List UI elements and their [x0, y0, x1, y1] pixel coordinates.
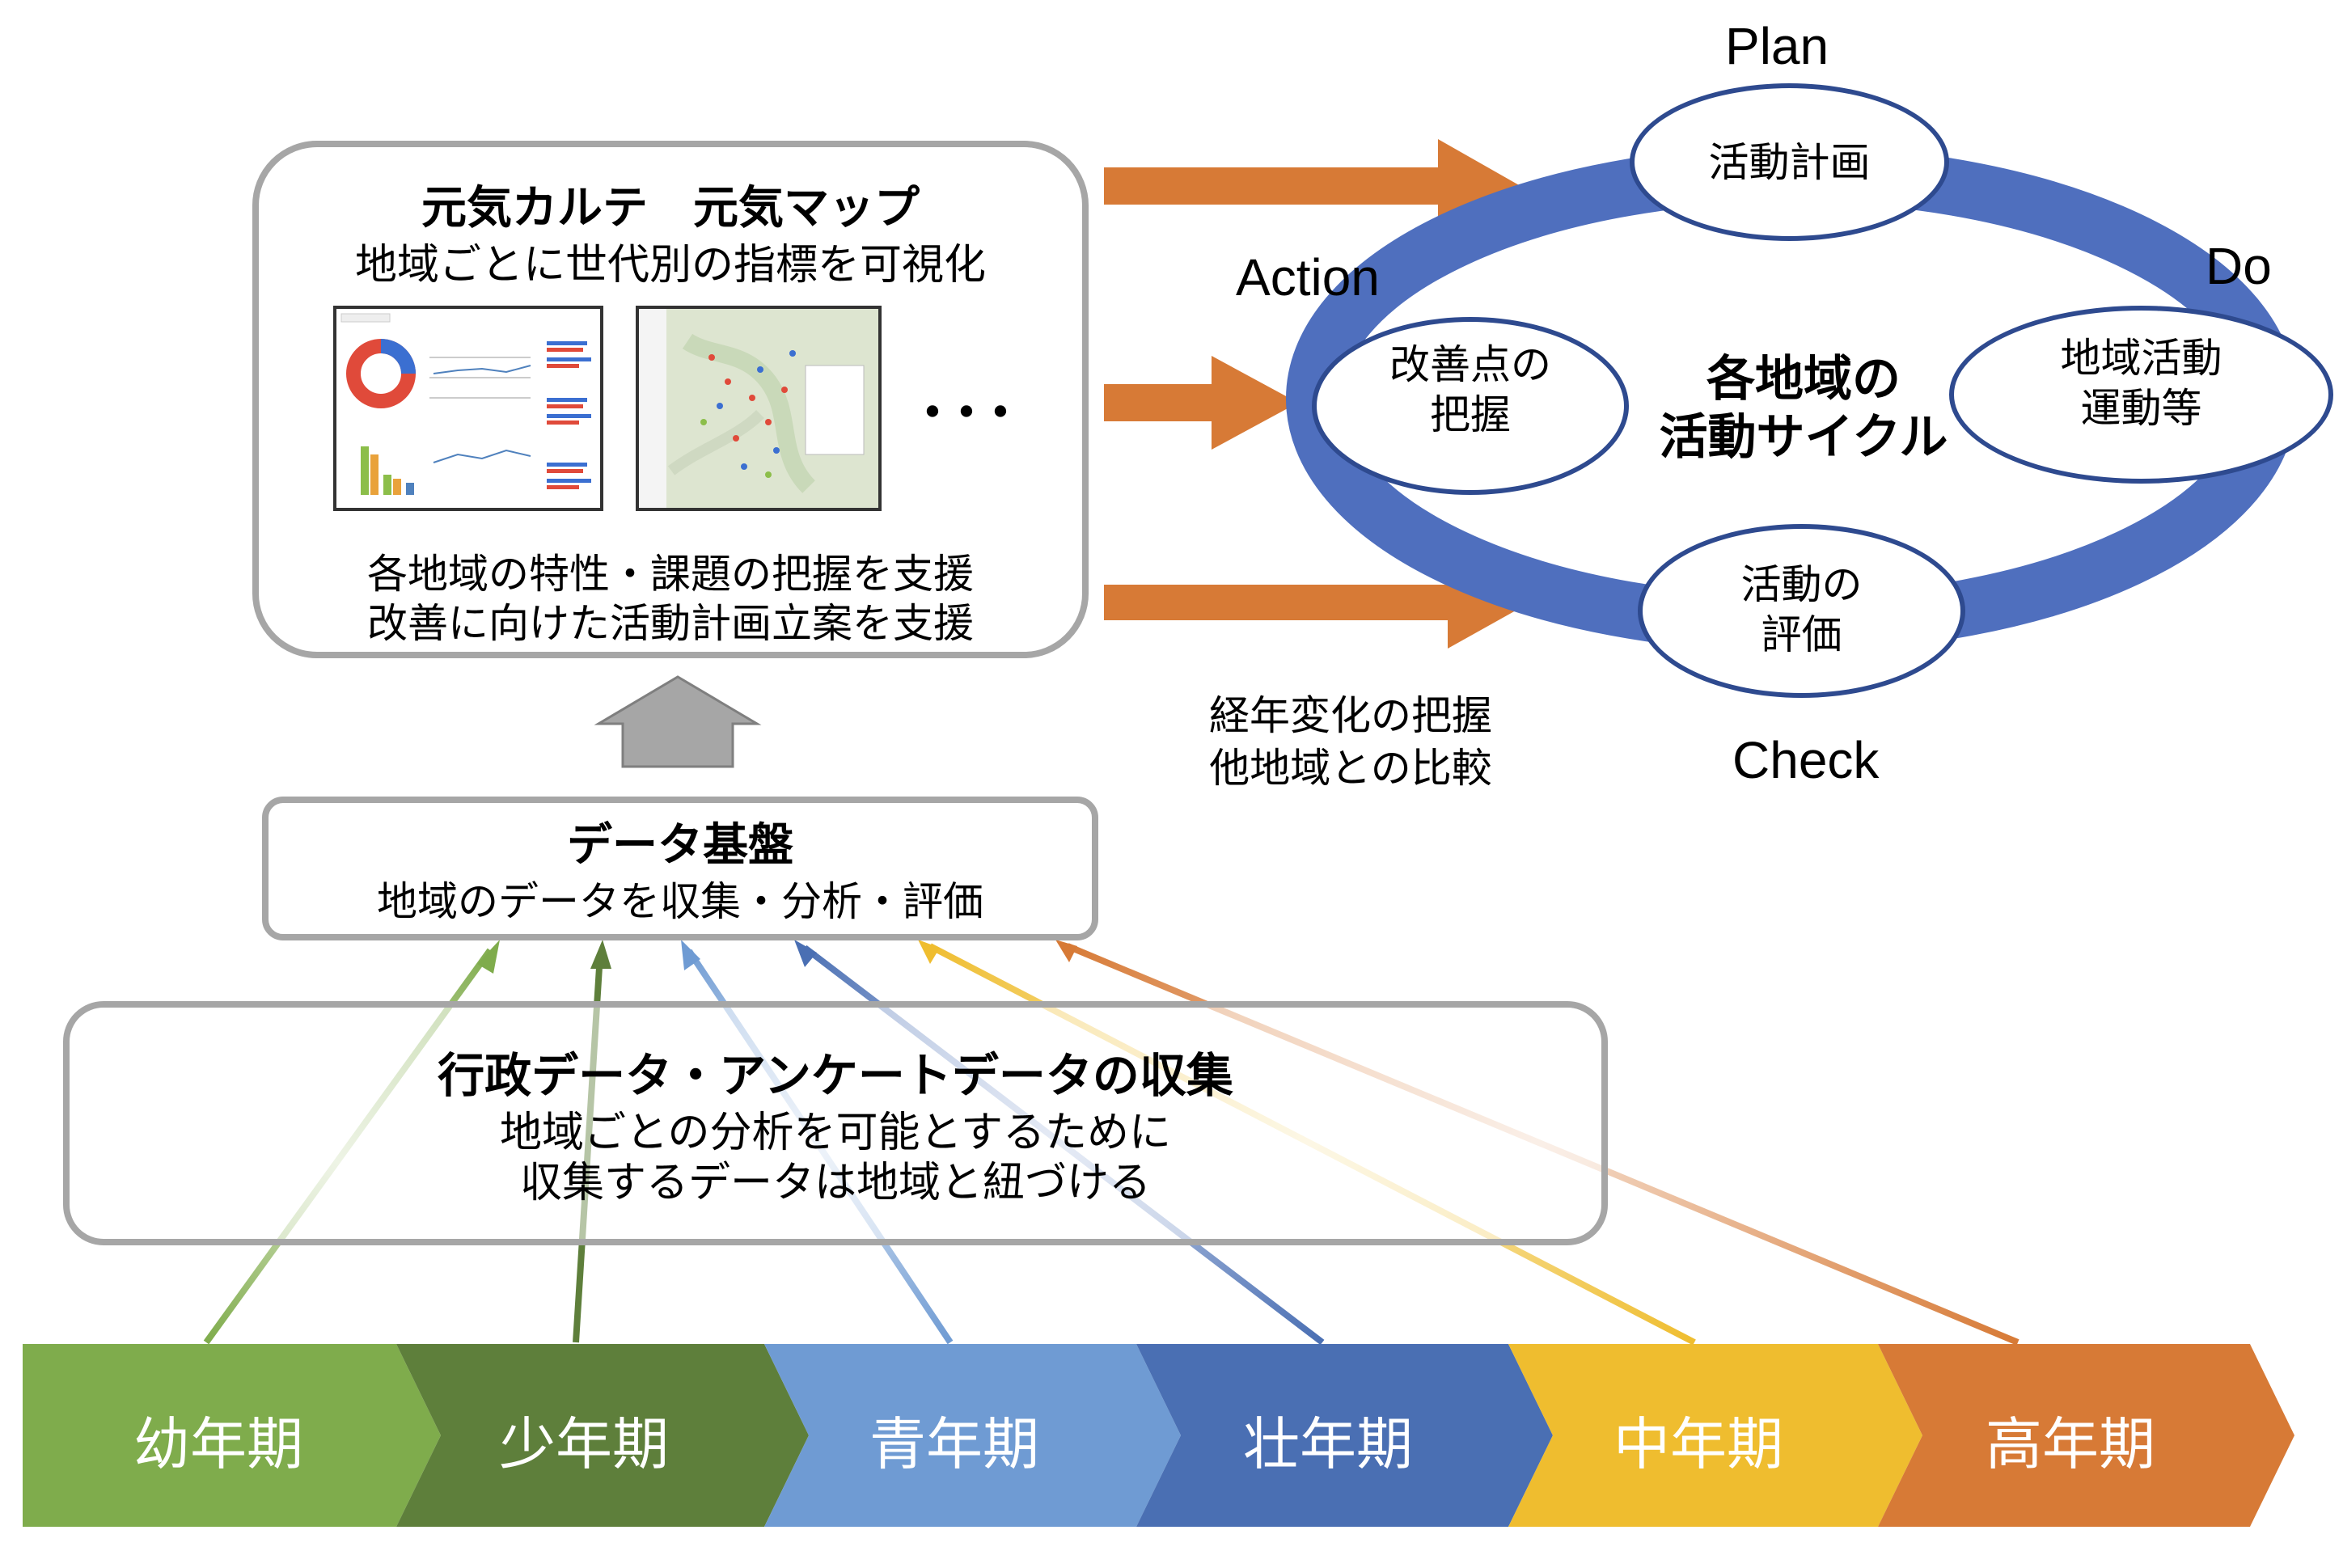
process-arrow-top [1104, 139, 1520, 233]
data-platform-title: データ基盤 [567, 819, 793, 872]
karte-subtitle: 地域ごとに世代別の指標を可視化 [354, 241, 986, 290]
node-action [1312, 317, 1629, 495]
stage-arrowhead-6 [1055, 940, 1077, 962]
ellipsis: ･･･ [918, 379, 1021, 447]
stage-chevron-5 [1508, 1344, 1922, 1527]
dashboard-thumbnail [333, 306, 603, 511]
node-check [1638, 524, 1965, 698]
stage-chevron-4 [1136, 1344, 1553, 1527]
up-arrow [594, 675, 762, 768]
support-line-2: 改善に向けた活動計画立案を支援 [367, 600, 974, 647]
process-arrow-bottom [1104, 556, 1530, 649]
action-label: Action [1236, 248, 1380, 306]
plan-label: Plan [1725, 17, 1829, 75]
collection-title: 行政データ・アンケートデータの収集 [438, 1048, 1233, 1103]
stage-label-3: 青年期 [869, 1411, 1039, 1477]
karte-title: 元気カルテ 元気マップ [421, 182, 920, 235]
stage-chevron-1 [23, 1344, 441, 1527]
node-do [1949, 306, 2333, 484]
node-plan-text: 活動計画 [1708, 139, 1871, 186]
trend-note-line-2: 他地域との比較 [1209, 745, 1492, 792]
stage-chevron-3 [764, 1344, 1181, 1527]
life-stage-band [23, 1344, 2294, 1527]
stage-arrowhead-3 [681, 940, 700, 970]
node-do-text-1: 地域活動 [2060, 335, 2222, 382]
node-check-text-2: 評価 [1761, 611, 1842, 658]
node-check-text-1: 活動の [1740, 561, 1863, 608]
process-arrow-middle [1104, 356, 1298, 450]
collection-line-2: 収集するデータは地域と紐づける [519, 1159, 1151, 1207]
stage-arrowhead-1 [477, 940, 500, 974]
stage-label-5: 中年期 [1613, 1411, 1783, 1477]
stage-arrowhead-5 [918, 940, 940, 964]
cycle-center-line-1: 各地域の [1706, 351, 1901, 408]
stage-chevron-6 [1878, 1344, 2294, 1527]
check-label: Check [1732, 731, 1880, 789]
cycle-center-line-2: 活動サイクル [1659, 409, 1948, 466]
stage-arrowhead-4 [794, 940, 817, 967]
stage-label-1: 幼年期 [133, 1411, 303, 1477]
stage-arrowhead-2 [590, 940, 611, 969]
node-action-text-1: 改善点の [1389, 341, 1551, 388]
collection-line-1: 地域ごとの分析を可能とするために [500, 1109, 1171, 1157]
node-plan [1630, 83, 1949, 241]
collection-box [63, 1001, 1608, 1245]
data-platform-subtitle: 地域のデータを収集・分析・評価 [377, 878, 983, 925]
node-do-text-2: 運動等 [2080, 385, 2202, 432]
map-thumbnail [636, 306, 882, 511]
trend-note-line-1: 経年変化の把握 [1209, 692, 1492, 739]
stage-chevron-2 [396, 1344, 809, 1527]
stage-label-6: 高年期 [1986, 1411, 2155, 1477]
node-action-text-2: 把握 [1430, 391, 1511, 438]
data-platform-box [262, 797, 1098, 940]
support-line-1: 各地域の特性・課題の把握を支援 [367, 551, 974, 598]
stage-label-2: 少年期 [499, 1411, 669, 1477]
do-label: Do [2206, 237, 2272, 295]
stage-label-4: 壮年期 [1243, 1411, 1413, 1477]
